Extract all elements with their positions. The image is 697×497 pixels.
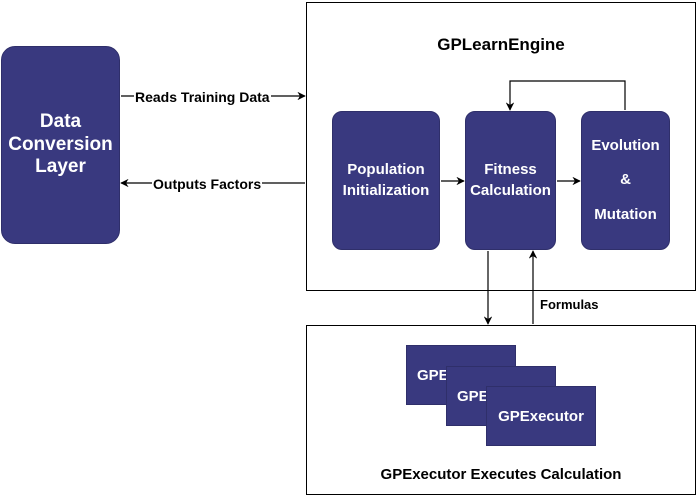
engine-title: GPLearnEngine: [437, 35, 565, 54]
evolution-mutation-node: Evolution & Mutation: [581, 111, 670, 250]
population-initialization-node: Population Initialization: [332, 111, 440, 250]
executor-card-front: GPExecutor: [486, 386, 596, 446]
fitness-calculation-node: Fitness Calculation: [465, 111, 556, 250]
outputs-factors-label: Outputs Factors: [152, 176, 263, 192]
formulas-label: Formulas: [540, 297, 599, 312]
executor-caption: GPExecutor Executes Calculation: [380, 466, 622, 483]
reads-training-data-label: Reads Training Data: [134, 89, 271, 105]
data-conversion-layer-node: Data Conversion Layer: [1, 46, 120, 244]
